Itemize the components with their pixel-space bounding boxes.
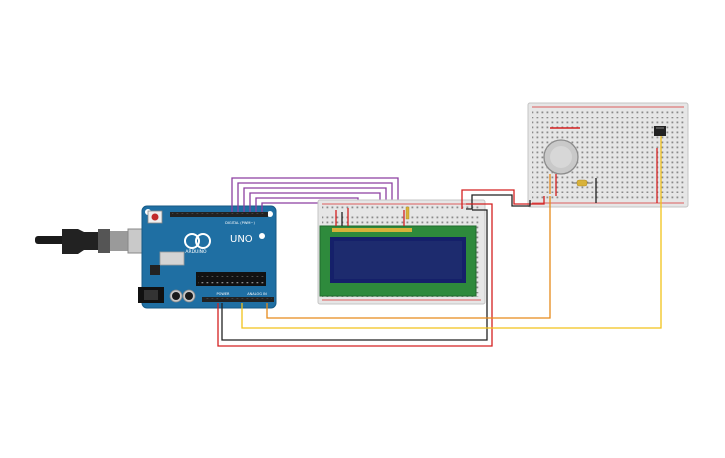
sensor-board-wires[interactable]	[549, 148, 658, 203]
gas-signal-wire[interactable]	[266, 196, 551, 319]
arduino-uno-board[interactable]: DIGITAL (PWM~) ARDUINO UNO POWER ANALOG …	[138, 205, 277, 309]
temperature-signal-wire[interactable]	[241, 136, 662, 329]
usb-cable[interactable]	[35, 228, 161, 254]
arduino-brand-label: ARDUINO	[185, 249, 207, 255]
power-header-label: POWER	[217, 292, 231, 296]
vcc-wire[interactable]	[217, 203, 493, 347]
lcd-screen	[334, 241, 462, 279]
temperature-sensor[interactable]	[654, 126, 666, 136]
arduino-logo-icon	[184, 233, 200, 249]
arduino-model-label: UNO	[230, 234, 253, 245]
lcd-power-wires[interactable]	[335, 208, 405, 226]
analog-header-label: ANALOG IN	[247, 292, 267, 296]
reset-button[interactable]	[147, 210, 163, 224]
gas-sensor[interactable]	[543, 127, 580, 175]
power-wires[interactable]	[461, 189, 545, 210]
lcd-16x2-display[interactable]	[319, 225, 477, 297]
lcd-resistor[interactable]	[405, 206, 410, 220]
sensor-resistor[interactable]	[572, 179, 592, 187]
digital-header-label: DIGITAL (PWM~)	[225, 221, 255, 225]
ground-wire[interactable]	[221, 209, 488, 341]
